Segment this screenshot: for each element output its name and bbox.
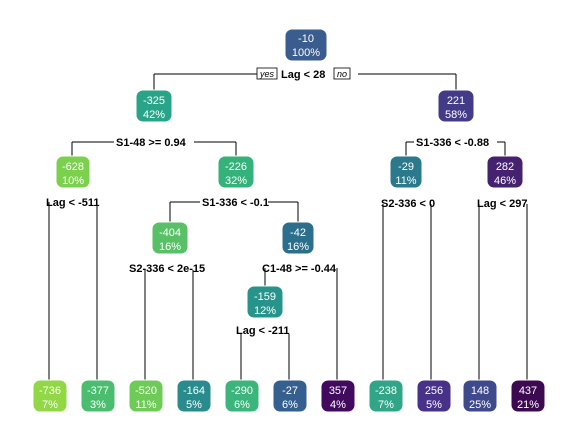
edge-s7 <box>478 204 528 380</box>
leaf-value: -377 <box>87 385 109 397</box>
leaf-7[interactable]: 357 4% <box>320 379 356 413</box>
leaf-value: 357 <box>329 385 347 397</box>
node-n22[interactable]: -159 12% <box>246 285 284 319</box>
leaf-value: -164 <box>183 385 205 397</box>
leaf-pct: 6% <box>282 399 298 411</box>
leaf-value: 437 <box>519 385 537 397</box>
node-n2[interactable]: -325 42% <box>135 89 173 123</box>
tree-edges <box>48 73 528 380</box>
edge-s4 <box>48 202 98 380</box>
leaf-value: -238 <box>375 385 397 397</box>
node-pct: 100% <box>292 47 320 59</box>
node-value: -29 <box>398 161 414 173</box>
split-s3: S1-336 < -0.88 <box>416 137 489 149</box>
node-pct: 46% <box>494 175 516 187</box>
node-n5[interactable]: -226 32% <box>217 155 255 189</box>
leaf-9[interactable]: 256 5% <box>416 379 452 413</box>
leaf-11[interactable]: 437 21% <box>510 379 546 413</box>
edge-s6 <box>382 204 432 380</box>
leaf-pct: 4% <box>330 399 346 411</box>
node-pct: 16% <box>159 241 181 253</box>
node-value: -404 <box>159 227 181 239</box>
leaf-10[interactable]: 148 25% <box>462 379 498 413</box>
split-s7: Lag < 297 <box>477 198 527 210</box>
split-s5: S1-336 < -0.1 <box>202 197 269 209</box>
node-pct: 58% <box>445 109 467 121</box>
node-value: -10 <box>298 33 314 45</box>
leaf-pct: 25% <box>469 399 491 411</box>
leaf-3[interactable]: -520 11% <box>128 379 164 413</box>
split-s9: C1-48 >= -0.44 <box>262 263 337 275</box>
leaf-pct: 7% <box>378 399 394 411</box>
node-n6[interactable]: -29 11% <box>389 155 423 189</box>
edge-s3 <box>405 141 506 156</box>
split-s2: S1-48 >= 0.94 <box>116 137 187 149</box>
split-s8: S2-336 < 2e-15 <box>129 263 205 275</box>
node-pct: 42% <box>143 109 165 121</box>
leaf-2[interactable]: -377 3% <box>80 379 116 413</box>
leaf-6[interactable]: -27 6% <box>272 379 308 413</box>
leaf-value: -290 <box>231 385 253 397</box>
no-box <box>333 67 351 80</box>
node-pct: 32% <box>225 175 247 187</box>
leaf-pct: 5% <box>186 399 202 411</box>
node-n7[interactable]: 282 46% <box>486 155 524 189</box>
leaf-value: -27 <box>282 385 298 397</box>
split-s6: S2-336 < 0 <box>381 198 435 210</box>
node-pct: 10% <box>62 175 84 187</box>
node-n3[interactable]: 221 58% <box>437 89 475 123</box>
node-value: -159 <box>254 291 276 303</box>
leaf-1[interactable]: -736 7% <box>32 379 68 413</box>
leaf-pct: 21% <box>517 399 539 411</box>
node-pct: 11% <box>395 175 416 187</box>
node-n11[interactable]: -42 16% <box>281 221 315 255</box>
node-n1[interactable]: -10 100% <box>284 28 328 62</box>
split-s1: Lag < 28 <box>281 69 325 81</box>
split-labels: yes Lag < 28 no S1-48 >= 0.94 S1-336 < -… <box>46 67 527 337</box>
node-value: -628 <box>62 161 84 173</box>
node-n4[interactable]: -628 10% <box>55 155 91 189</box>
yes-box <box>256 67 278 80</box>
node-value: -42 <box>290 227 306 239</box>
edge-s9 <box>264 268 338 380</box>
split-s4: Lag < -511 <box>46 197 100 209</box>
leaf-5[interactable]: -290 6% <box>224 379 260 413</box>
leaf-4[interactable]: -164 5% <box>176 379 212 413</box>
node-value: 282 <box>496 161 514 173</box>
edge-root <box>153 73 457 90</box>
leaf-pct: 6% <box>234 399 250 411</box>
leaf-value: 148 <box>471 385 489 397</box>
node-value: -325 <box>143 95 165 107</box>
leaf-pct: 11% <box>135 399 156 411</box>
yes-label: yes <box>259 69 275 79</box>
leaf-value: -736 <box>39 385 61 397</box>
leaf-pct: 3% <box>90 399 106 411</box>
node-value: -226 <box>225 161 247 173</box>
node-value: 221 <box>447 95 465 107</box>
leaf-pct: 7% <box>42 399 58 411</box>
no-label: no <box>337 69 347 79</box>
leaf-value: -520 <box>135 385 157 397</box>
leaf-pct: 5% <box>426 399 442 411</box>
edge-s10 <box>240 334 290 380</box>
leaf-8[interactable]: -238 7% <box>368 379 404 413</box>
edge-s8 <box>144 270 194 380</box>
edge-s5 <box>169 201 299 222</box>
edge-s2 <box>71 141 237 156</box>
node-pct: 12% <box>254 305 276 317</box>
node-pct: 16% <box>287 241 309 253</box>
leaf-value: 256 <box>425 385 443 397</box>
node-n10[interactable]: -404 16% <box>151 221 189 255</box>
split-s10: Lag < -211 <box>236 325 290 337</box>
